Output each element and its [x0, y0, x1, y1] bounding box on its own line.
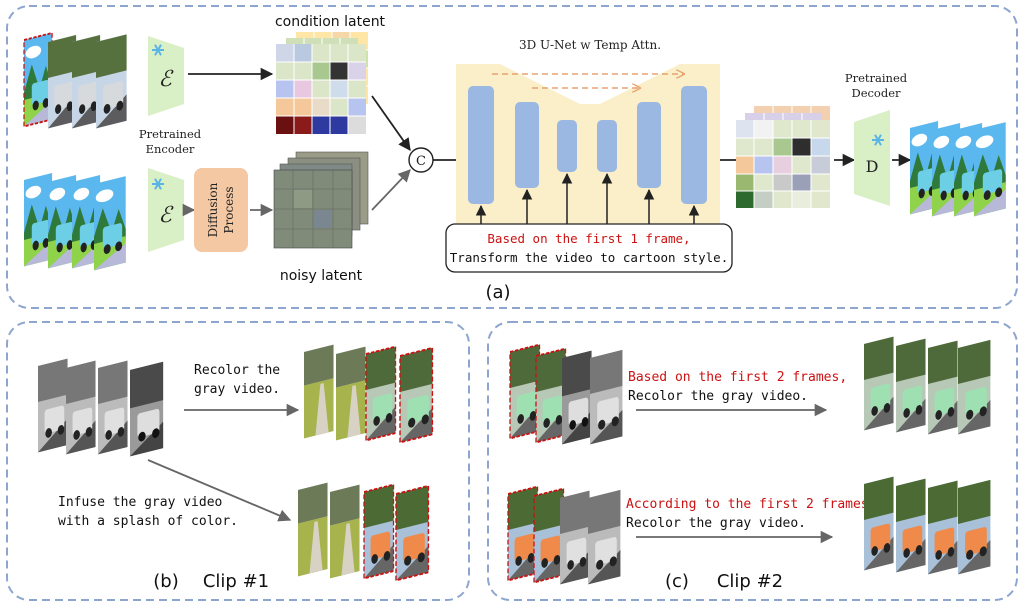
recolored-output-stack-b2	[298, 482, 430, 582]
decoder-label-line1: Pretrained	[845, 71, 908, 85]
input-stack-c2	[507, 485, 621, 585]
decoder-block	[854, 110, 890, 206]
recolored-output-stack-b1	[304, 344, 434, 444]
snowflake-icon	[872, 134, 884, 146]
text-prompt-box	[445, 223, 733, 273]
encoder-symbol-top: ℰ	[158, 67, 174, 92]
snowflake-icon	[152, 178, 164, 190]
unet-block	[557, 120, 577, 172]
diffusion-process-block	[194, 168, 248, 252]
noisy-latent-label: noisy latent	[280, 268, 363, 284]
panel-c-clip-label: Clip #2	[717, 571, 783, 592]
clip1-prompt1-line1: Recolor the	[194, 363, 280, 378]
diffusion-label-line1: Diffusion	[206, 182, 220, 237]
clip1-prompt2-line1: Infuse the gray video	[58, 495, 222, 510]
prompt-line-highlight: Based on the first 1 frame,	[487, 231, 690, 246]
arrow-condition-to-concat	[371, 95, 411, 152]
target-cartoon-stack	[24, 172, 126, 271]
concat-symbol: C	[416, 154, 426, 169]
panel-c-label: (c)	[665, 571, 689, 592]
unet-block	[597, 120, 617, 172]
noisy-latent-grid	[273, 151, 369, 249]
encoder-block-bottom	[148, 168, 184, 252]
gray-input-stack-b	[38, 358, 164, 457]
arrow-clip1-splash	[147, 459, 292, 522]
condition-latent-label: condition latent	[275, 14, 386, 30]
panel-b-border	[6, 321, 470, 601]
unet-block	[515, 102, 539, 188]
output-stack-c1	[864, 336, 991, 435]
input-stack-c1	[509, 343, 623, 445]
unet-block	[468, 86, 494, 204]
encoder-block-top	[148, 36, 184, 116]
output-stack-c2	[864, 476, 991, 575]
decoder-label-line2: Decoder	[851, 86, 901, 100]
condition-latent-grid	[276, 32, 368, 134]
prompt-line-instruction: Transform the video to cartoon style.	[450, 250, 728, 265]
panel-a-border	[6, 5, 1018, 309]
diffusion-label-group: Diffusion Process	[206, 182, 236, 237]
unet-block	[681, 86, 707, 204]
clip2-prompt2-instruction: Recolor the gray video.	[626, 516, 806, 531]
clip2-prompt2-highlight: According to the first 2 frames,	[626, 497, 876, 512]
snowflake-icon	[152, 44, 164, 56]
panel-c-border	[487, 321, 1018, 601]
prompt-conditioning-arrows	[475, 172, 700, 226]
panel-b-label: (b)	[153, 571, 178, 592]
input-video-stack	[23, 31, 127, 129]
unet-block	[637, 102, 661, 188]
unet-label: 3D U-Net w Temp Attn.	[519, 38, 661, 52]
panel-b-clip-label: Clip #1	[203, 571, 269, 592]
panel-a-label: (a)	[485, 282, 510, 303]
unet-blocks	[468, 86, 707, 204]
arrow-noisy-to-concat	[371, 169, 411, 211]
clip1-prompt1-line2: gray video.	[194, 382, 280, 397]
diffusion-label-line2: Process	[222, 186, 236, 233]
output-latent-grid	[736, 106, 830, 208]
output-cartoon-stack	[910, 120, 1006, 217]
decoder-symbol: D	[866, 157, 879, 176]
clip1-prompt2-line2: with a splash of color.	[58, 514, 238, 529]
encoder-symbol-bottom: ℰ	[158, 203, 174, 228]
encoder-label-line1: Pretrained	[139, 127, 202, 141]
clip2-prompt1-instruction: Recolor the gray video.	[628, 389, 808, 404]
encoder-label-line2: Encoder	[146, 142, 195, 156]
clip2-prompt1-highlight: Based on the first 2 frames,	[628, 370, 847, 385]
